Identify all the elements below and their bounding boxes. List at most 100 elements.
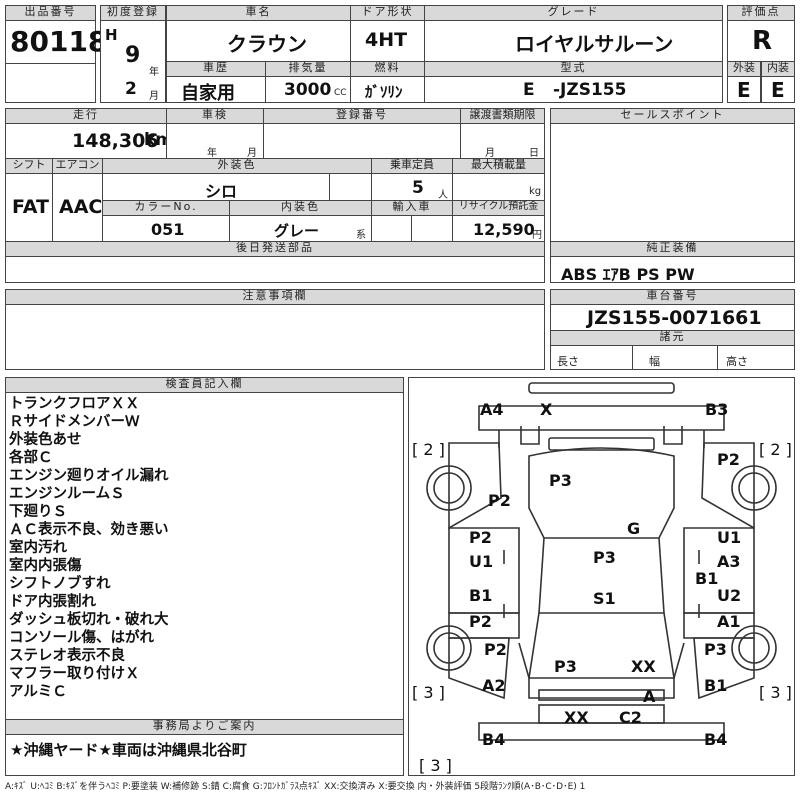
- displacement: 3000: [284, 80, 332, 100]
- spare-tire: [ 3 ]: [419, 756, 452, 775]
- color-no-box: 051: [102, 215, 230, 242]
- sales-box: [550, 123, 795, 242]
- car-name-label: 車名: [166, 5, 351, 21]
- mark-b1-rs: B1: [695, 569, 719, 588]
- note-line: 下廻りＳ: [9, 504, 67, 520]
- note-line: 室内内張傷: [9, 558, 82, 574]
- interior: グレー: [274, 222, 320, 240]
- equip-label: 純正装備: [550, 241, 795, 257]
- score-label: 評価点: [727, 5, 795, 21]
- first-reg-label: 初度登録: [100, 5, 166, 21]
- capacity-box: 5 人: [371, 173, 453, 201]
- grade-box: ロイヤルサルーン: [424, 20, 723, 62]
- capacity-label: 乗車定員: [371, 158, 453, 174]
- length-label: 長さ: [557, 355, 579, 368]
- mark-b3-top: B3: [705, 400, 729, 419]
- note-line: シフトノブすれ: [9, 576, 111, 592]
- mark-g-glass: G: [627, 519, 641, 538]
- color-extra: [329, 173, 372, 201]
- year-unit: 年: [149, 67, 159, 78]
- length-box: 長さ: [550, 345, 633, 370]
- height-box: 高さ: [717, 345, 795, 370]
- note-line: 室内汚れ: [9, 540, 67, 556]
- mark-p3-hood: P3: [554, 657, 577, 676]
- transfer-month-unit: 月: [485, 148, 495, 159]
- model-label: 型式: [424, 61, 723, 77]
- mileage-box: 148,306 km: [5, 123, 173, 159]
- shift-label: シフト: [5, 158, 53, 174]
- mileage-unit: km: [144, 130, 174, 150]
- note-line: コンソール傷、はがれ: [9, 630, 154, 646]
- note-line: ダッシュ板切れ・破れ大: [9, 612, 169, 628]
- door-label: ドア形状: [350, 5, 425, 21]
- fuel: ｶﾞｿﾘﾝ: [365, 83, 403, 101]
- tire-front-left: [ 2 ]: [412, 440, 445, 459]
- lot-number-box: 80118: [5, 20, 107, 64]
- note-line: マフラー取り付けＸ: [9, 666, 140, 682]
- note-line: ステレオ表示不良: [9, 648, 125, 664]
- mark-a-bumper: A: [643, 687, 656, 706]
- load-unit: kg: [529, 186, 542, 197]
- recycle-box: 12,590 円: [452, 215, 545, 242]
- mark-a2-lf: A2: [482, 676, 506, 695]
- tire-front-right: [ 2 ]: [759, 440, 792, 459]
- mark-a3-rd: A3: [717, 552, 741, 571]
- lot-blank: [5, 63, 96, 103]
- mark-u2-rrd: U2: [717, 586, 742, 605]
- import-box-2: [411, 215, 453, 242]
- ac-box: AAC: [52, 173, 103, 242]
- note-line: エンジンルームＳ: [9, 486, 125, 502]
- color-label: 外装色: [102, 158, 372, 174]
- displacement-box: 3000 CC: [265, 76, 351, 103]
- mark-b1-lrd: B1: [469, 586, 493, 605]
- import-box: [371, 215, 412, 242]
- car-diagram-box: A4 X B3 [ 2 ] [ 2 ] P2 P3 P2 G P2 U1 U1 …: [408, 377, 795, 776]
- score: R: [752, 26, 773, 56]
- car-name: クラウン: [227, 32, 307, 56]
- recycle-label: リサイクル預託金: [452, 200, 545, 216]
- ext-score: E: [737, 78, 751, 102]
- note-line: ＲサイドメンバーＷ: [9, 414, 140, 430]
- tire-rear-left: [ 3 ]: [412, 683, 445, 702]
- mark-p2-lq: P2: [488, 491, 511, 510]
- chassis-box: JZS155-0071661: [550, 304, 795, 331]
- model-prefix: E: [523, 80, 535, 100]
- inspection-label: 車検: [166, 108, 264, 124]
- mark-p2-lrd: P2: [469, 612, 492, 631]
- height-label: 高さ: [726, 355, 748, 368]
- later-parts-box: [5, 256, 545, 283]
- ac-label: エアコン: [52, 158, 103, 174]
- insp-month-unit: 月: [247, 148, 257, 159]
- model-box: E -JZS155: [424, 76, 723, 103]
- first-reg-box: H 9 年 2 月: [100, 20, 166, 103]
- recycle: 12,590: [473, 220, 535, 239]
- mark-x-top: X: [540, 400, 553, 419]
- grade: ロイヤルサルーン: [515, 32, 674, 56]
- fuel-box: ｶﾞｿﾘﾝ: [350, 76, 425, 103]
- mark-b4-right: B4: [704, 730, 728, 749]
- fuel-label: 燃料: [350, 61, 425, 77]
- equip-box: ABS ｴｱB PS PW: [550, 256, 795, 284]
- ext-label: 外装: [727, 61, 761, 77]
- month-unit: 月: [149, 91, 159, 102]
- mileage-label: 走行: [5, 108, 167, 124]
- mileage: 148,306: [72, 130, 159, 152]
- door-box: 4HT: [350, 20, 425, 62]
- import-label: 輸入車: [371, 200, 453, 216]
- office-box: ★沖縄ヤード★車両は沖縄県北谷町: [5, 734, 404, 776]
- int-label: 内装: [761, 61, 795, 77]
- dims-label: 諸元: [550, 330, 795, 346]
- reg-no-label: 登録番号: [263, 108, 461, 124]
- mark-a4: A4: [480, 400, 504, 419]
- transfer-label: 譲渡書類期限: [460, 108, 545, 124]
- mark-u1-ld: U1: [469, 552, 494, 571]
- score-box: R: [727, 20, 795, 62]
- model: -JZS155: [553, 80, 627, 100]
- inspection-box: 年 月: [166, 123, 264, 159]
- grade-label: グレード: [424, 5, 723, 21]
- transfer-box: 月 日: [460, 123, 545, 159]
- notes-label: 検査員記入欄: [5, 377, 404, 393]
- shift: FAT: [12, 196, 49, 218]
